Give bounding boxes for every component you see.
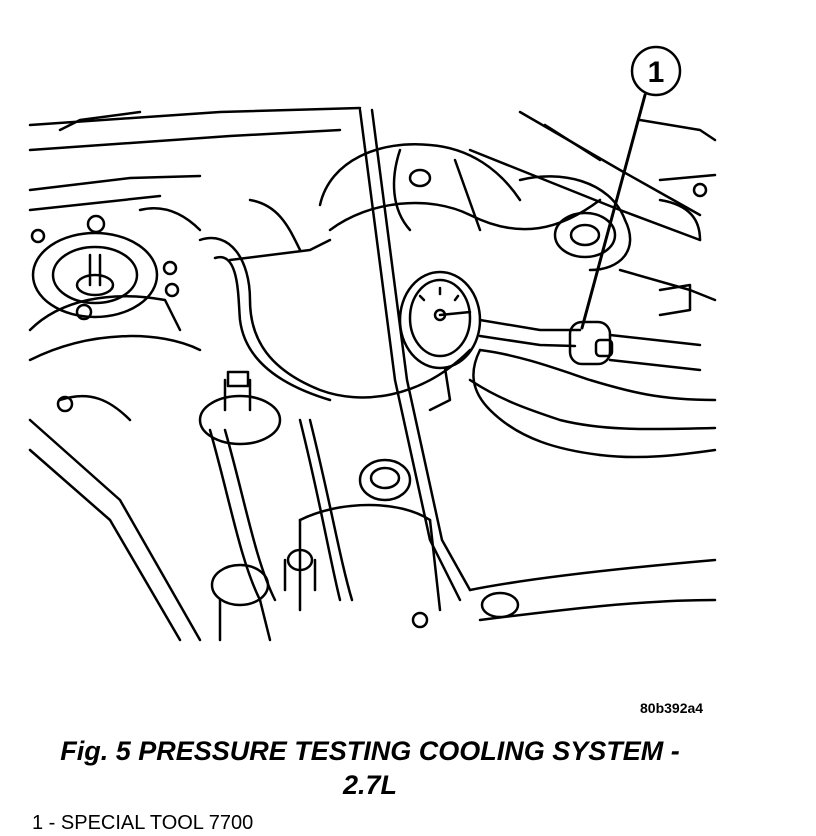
dipstick-tube	[358, 108, 472, 602]
hoses	[138, 198, 472, 602]
lower-engine-bay	[28, 370, 717, 642]
figure-caption: Fig. 5 PRESSURE TESTING COOLING SYSTEM -…	[0, 734, 740, 802]
hand	[468, 348, 717, 459]
reservoir-cap	[298, 458, 442, 612]
figure-legend: 1 - SPECIAL TOOL 7700	[32, 812, 253, 835]
caption-line-1: Fig. 5 PRESSURE TESTING COOLING SYSTEM -	[60, 736, 680, 766]
callout-1: 1	[580, 45, 682, 330]
special-tool-assembly	[478, 318, 702, 372]
caption-line-2: 2.7L	[342, 770, 398, 800]
callout-number: 1	[648, 56, 665, 89]
legend-item: 1 - SPECIAL TOOL 7700	[32, 812, 254, 834]
fender-outline	[28, 106, 362, 362]
figure-reference-code: 80b392a4	[640, 700, 704, 716]
engine-illustration: 1	[28, 45, 717, 642]
strut-tower	[30, 214, 180, 321]
engine-cover	[318, 110, 702, 272]
right-side-components	[618, 118, 717, 317]
